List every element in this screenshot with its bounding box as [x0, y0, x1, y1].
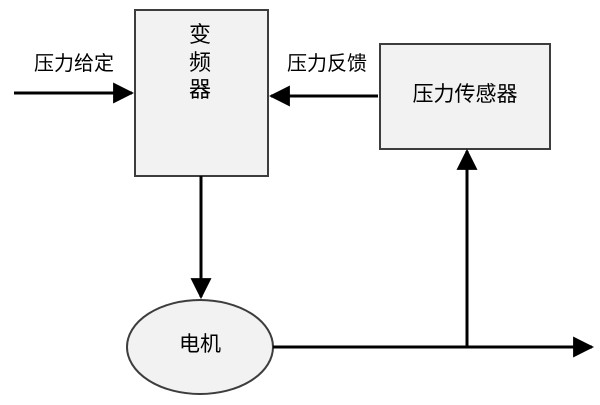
edge-setpoint-label: 压力给定 [34, 51, 114, 75]
node-sensor-box [379, 43, 551, 150]
node-vfd-box [134, 9, 269, 177]
node-motor-label: 电机 [179, 332, 221, 356]
edge-feedback-label: 压力反馈 [287, 51, 367, 75]
node-sensor-label: 压力传感器 [412, 82, 518, 106]
node-vfd-label: 变 频 器 [188, 23, 211, 103]
